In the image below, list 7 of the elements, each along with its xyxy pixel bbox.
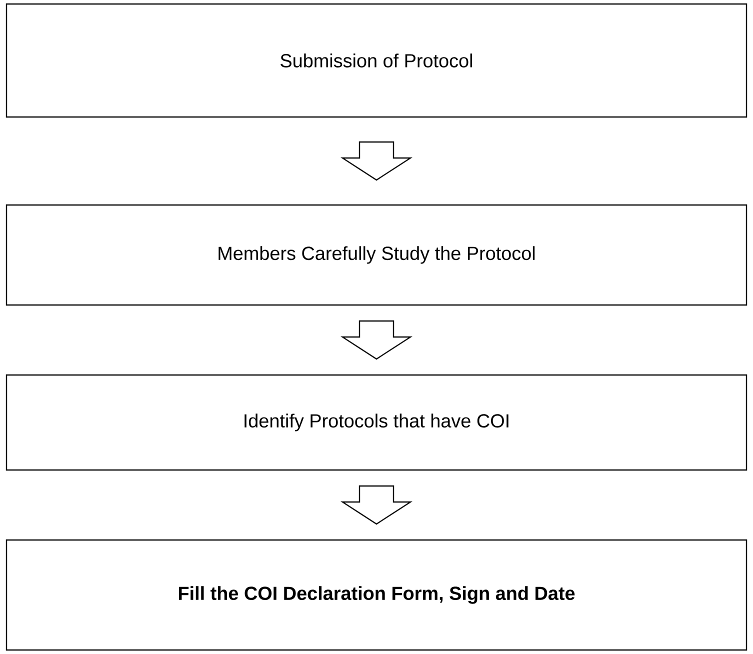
hollow-arrow <box>340 320 413 360</box>
process-box: Members Carefully Study the Protocol <box>6 204 748 306</box>
process-box: Identify Protocols that have COI <box>6 374 748 471</box>
process-box: Submission of Protocol <box>6 3 748 118</box>
hollow-arrow <box>340 141 413 181</box>
hollow-arrow <box>340 485 413 525</box>
process-box: Fill the COI Declaration Form, Sign and Date <box>6 539 748 651</box>
